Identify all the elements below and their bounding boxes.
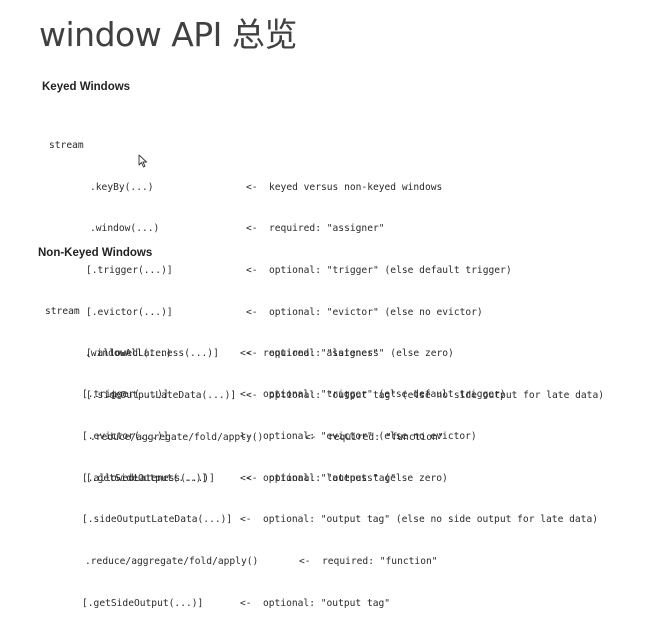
code-line: .windowAll(...) <- required: "assigner" — [45, 347, 379, 361]
code-line: .reduce/aggregate/fold/apply() <- required… — [45, 555, 438, 569]
code-line: [.allowedLateness(...)] <- optional: "late… — [45, 472, 448, 486]
method-call: [.trigger(...)] — [86, 264, 173, 276]
non-keyed-windows-code: stream .windowAll(...) <- required: "assig… — [45, 277, 598, 625]
arrow: <- — [246, 181, 258, 193]
code-line: [.evictor(...)] <- optional: "evictor" (el… — [49, 306, 483, 320]
code-line: [.trigger(...)] <- optional: "trigger" (el… — [49, 264, 512, 278]
description: required: "function" — [322, 556, 438, 568]
description: required: "assigner" — [263, 347, 379, 359]
description: optional: "output tag" (else no side out… — [263, 514, 599, 526]
arrow: <- — [246, 264, 258, 276]
arrow: <- — [246, 223, 258, 235]
arrow: <- — [240, 514, 252, 526]
stream-root: stream — [49, 139, 84, 151]
code-line: .keyBy(...) <- keyed versus non-keyed wind… — [49, 181, 442, 195]
method-call: [.evictor(...)] — [82, 430, 169, 442]
description: optional: "evictor" (else no evictor) — [269, 306, 483, 318]
method-call: [.getSideOutput(...)] — [82, 597, 204, 609]
code-line: [.sideOutputLateData(...)] <- optional: "o… — [45, 513, 598, 527]
method-call: .keyBy(...) — [90, 181, 154, 193]
description: optional: "output tag" — [263, 597, 391, 609]
description: optional: "trigger" (else default trigge… — [263, 389, 506, 401]
description: optional: "output tag" (else no side out… — [269, 390, 605, 402]
method-call: .windowAll(...) — [85, 347, 172, 359]
arrow: <- — [240, 389, 252, 401]
method-call: [.sideOutputLateData(...)] — [82, 514, 233, 526]
keyed-windows-heading: Keyed Windows — [42, 81, 131, 93]
arrow: <- — [299, 556, 311, 568]
arrow: <- — [240, 347, 252, 359]
method-call: .window(...) — [90, 223, 160, 235]
slide-title: window API 总览 — [39, 15, 297, 54]
method-call: [.allowedLateness(...)] — [82, 472, 215, 484]
description: required: "assigner" — [269, 223, 385, 235]
method-call: [.trigger(...)] — [82, 389, 169, 401]
arrow: <- — [240, 597, 252, 609]
description: optional: "trigger" (else default trigge… — [269, 264, 512, 276]
code-line: .window(...) <- required: "assigner" — [49, 222, 385, 236]
method-call: .reduce/aggregate/fold/apply() — [85, 556, 259, 568]
code-line: [.sideOutputLateData(...)]<-optional: "o… — [49, 389, 604, 403]
code-root: stream — [49, 139, 84, 153]
arrow: <- — [240, 472, 252, 484]
arrow: <- — [240, 430, 252, 442]
arrow: <- — [246, 306, 258, 318]
description: keyed versus non-keyed windows — [269, 181, 443, 193]
code-line: [.getSideOutput(...)] <- optional: "output… — [45, 597, 390, 611]
arrow: <- — [246, 390, 258, 402]
description: optional: "lateness" (else zero) — [269, 348, 454, 360]
description: optional: "evictor" (else no evictor) — [263, 430, 477, 442]
code-line: [.trigger(...)] <- optional: "trigger" (el… — [45, 388, 506, 402]
stream-root: stream — [45, 305, 80, 317]
mouse-cursor-icon — [138, 154, 147, 168]
non-keyed-windows-heading: Non-Keyed Windows — [38, 247, 153, 259]
description: optional: "lateness" (else zero) — [263, 472, 448, 484]
method-call: [.allowedLateness(...)] — [86, 348, 219, 360]
code-line: [.evictor(...)] <- optional: "evictor" (el… — [45, 430, 477, 444]
method-call: [.sideOutputLateData(...)] — [86, 390, 237, 402]
method-call: [.evictor(...)] — [86, 306, 173, 318]
code-root: stream — [45, 305, 80, 319]
arrow: <- — [246, 348, 258, 360]
code-line: [.allowedLateness(...)] <- optional: "late… — [49, 347, 454, 361]
